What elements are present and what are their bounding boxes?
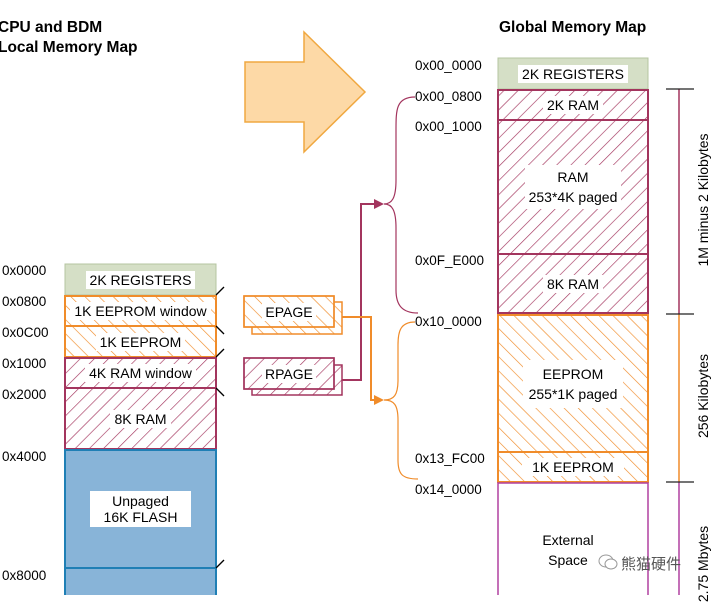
local-map-title-line2: Local Memory Map (0, 39, 138, 56)
global-ram-8k-label: 8K RAM (542, 274, 604, 293)
global-eeprom-paged-label-box: EEPROM 255*1K paged (498, 315, 648, 452)
local-address: 0x0C00 (2, 325, 49, 340)
local-flash-label-line1: Unpaged (112, 493, 169, 509)
local-flash-label-line2: 16K FLASH (103, 509, 178, 525)
global-address: 0x00_0800 (415, 89, 482, 104)
global-registers-label-box: 2K REGISTERS (498, 58, 648, 89)
local-ram-8k-label: 8K RAM (110, 409, 171, 428)
local-flash-label-box: Unpaged 16K FLASH (65, 450, 216, 568)
global-eeprom-paged-label-line1: EEPROM (542, 365, 604, 382)
global-external-label: External Space (538, 530, 597, 570)
global-address: 0x13_FC00 (415, 451, 485, 466)
local-registers-label-box: 2K REGISTERS (65, 264, 216, 295)
local-ram-window-label: 4K RAM window (85, 364, 196, 382)
global-external-label-line1: External (542, 532, 594, 548)
global-eeprom-1k-label: 1K EEPROM (522, 458, 624, 476)
local-eeprom-label-box: 1K EEPROM (65, 326, 216, 357)
local-ram-window-label-box: 4K RAM window (65, 358, 216, 388)
epage-label: EPAGE (262, 302, 316, 321)
local-address: 0x2000 (2, 387, 47, 402)
global-external-label-box: External Space (498, 530, 648, 580)
global-ram-8k-label-box: 8K RAM (498, 254, 648, 313)
global-ram-paged-label: RAM 253*4K paged (524, 165, 622, 209)
global-ram-2k-label-box: 2K RAM (498, 90, 648, 120)
global-address: 0x00_1000 (415, 119, 482, 134)
boundary-ticks (215, 286, 225, 569)
local-flash-block-2 (64, 567, 217, 595)
global-external-label-line2: Space (548, 552, 588, 568)
rpage-label-box: RPAGE (244, 358, 334, 389)
mapping-arrow-icon (244, 30, 367, 154)
global-eeprom-1k-label-box: 1K EEPROM (498, 452, 648, 482)
local-eeprom-label: 1K EEPROM (95, 332, 186, 351)
eeprom-brace (383, 321, 419, 480)
global-ram-paged-label-box: RAM 253*4K paged (498, 120, 648, 254)
epage-label-box: EPAGE (244, 296, 334, 327)
local-map-title-line1: CPU and BDM (0, 19, 103, 36)
local-registers-label: 2K REGISTERS (85, 270, 196, 289)
global-ram-paged-label-line2: 253*4K paged (528, 189, 618, 205)
global-map-title: Global Memory Map (499, 19, 647, 36)
global-address: 0x10_0000 (415, 314, 482, 329)
ram-brace (383, 96, 419, 314)
global-eeprom-paged-label: EEPROM 255*1K paged (522, 359, 624, 408)
local-address: 0x8000 (2, 568, 47, 583)
local-flash-label: Unpaged 16K FLASH (89, 491, 192, 527)
global-ram-paged-label-line1: RAM (557, 169, 589, 185)
global-registers-label: 2K REGISTERS (518, 64, 628, 83)
local-eeprom-window-label: 1K EEPROM window (70, 302, 211, 320)
global-external-block (497, 482, 649, 595)
local-address: 0x0000 (2, 263, 47, 278)
global-ram-2k-label: 2K RAM (542, 96, 604, 114)
watermark-text: 熊猫硬件 (621, 556, 682, 573)
global-address: 0x0F_E000 (415, 253, 485, 268)
size-annotation-external: 2.75 Mbytes (695, 525, 711, 603)
watermark-icon (598, 553, 618, 571)
local-address: 0x0800 (2, 294, 47, 309)
local-address: 0x4000 (2, 449, 47, 464)
local-eeprom-window-label-box: 1K EEPROM window (65, 296, 216, 326)
local-address: 0x1000 (2, 356, 47, 371)
local-ram-8k-label-box: 8K RAM (65, 388, 216, 449)
rpage-label: RPAGE (262, 364, 316, 383)
epage-connector (342, 316, 384, 405)
global-eeprom-paged-label-line2: 255*1K paged (528, 385, 618, 402)
rpage-connector (342, 199, 384, 381)
size-annotation-ram: 1M minus 2 Kilobytes (695, 133, 711, 267)
global-address: 0x00_0000 (415, 58, 482, 73)
global-address: 0x14_0000 (415, 482, 482, 497)
size-dimension-lines (666, 88, 694, 595)
size-annotation-eeprom: 256 Kilobytes (695, 353, 711, 439)
